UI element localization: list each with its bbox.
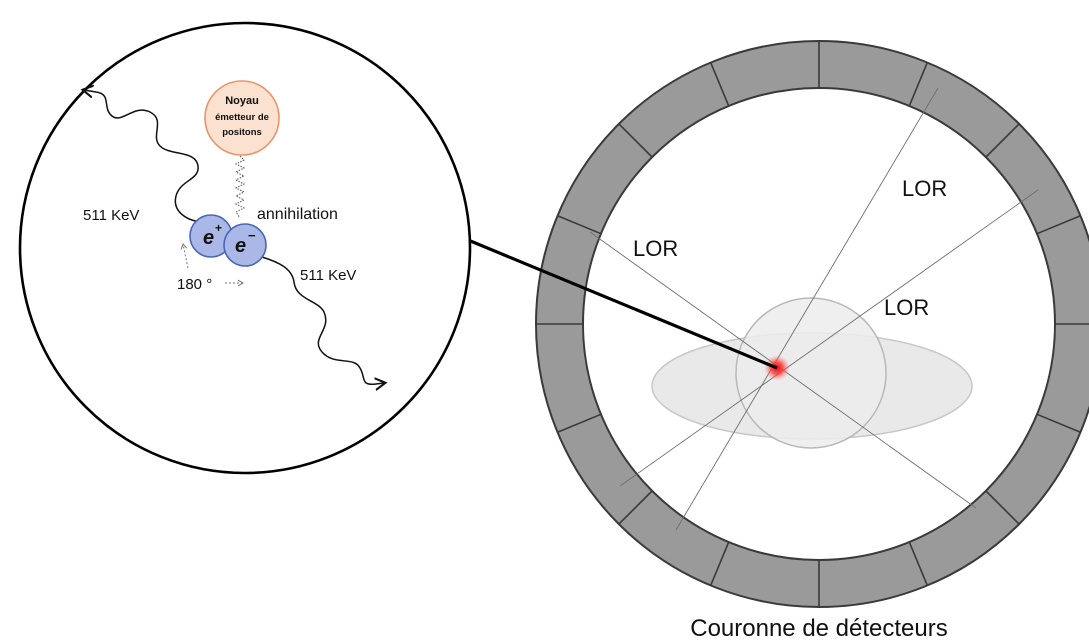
- lor-label-upper: LOR: [902, 176, 947, 201]
- detector-divider: [908, 541, 929, 586]
- detector-divider: [618, 123, 653, 158]
- lor-label-right: LOR: [884, 295, 929, 320]
- lor-line-1: [675, 87, 939, 531]
- nucleus-circle: [204, 80, 280, 156]
- electron-particle: [223, 223, 267, 267]
- electron-label: e: [235, 235, 246, 257]
- lor-line-2: [619, 189, 1039, 487]
- detector-divider: [985, 490, 1020, 525]
- detector-divider: [709, 541, 730, 586]
- annihilation-label: annihilation: [257, 206, 338, 223]
- detector-divider: [618, 490, 653, 525]
- patient-head-circle: [735, 297, 887, 449]
- lor-label-left: LOR: [633, 236, 678, 261]
- detector-divider: [709, 62, 730, 107]
- nucleus-label-line3: positons: [222, 127, 262, 138]
- detector-divider: [557, 413, 602, 434]
- electron-sign: −: [248, 228, 256, 243]
- nucleus-label-line1: Noyau: [225, 95, 259, 107]
- angle-label: 180 °: [177, 276, 212, 293]
- detector-divider: [1036, 413, 1081, 434]
- nucleus-label-line2: émetteur de: [215, 112, 269, 123]
- detector-divider: [557, 214, 602, 235]
- angle-arrow-up: [183, 244, 189, 269]
- detector-segment-dividers: [536, 41, 1089, 607]
- ring-caption: Couronne de détecteurs: [690, 615, 948, 642]
- detector-divider: [985, 123, 1020, 158]
- positron-label: e: [203, 227, 214, 249]
- energy-label-right: 511 KeV: [300, 267, 356, 284]
- detector-divider: [908, 62, 929, 107]
- positron-sign: +: [215, 221, 222, 235]
- photon-wave-lower-right: [261, 256, 384, 384]
- zoom-connector-line: [455, 233, 778, 370]
- detector-divider: [1036, 214, 1081, 235]
- photon-wave-upper-left: [84, 90, 206, 223]
- energy-label-left: 511 KeV: [83, 207, 139, 224]
